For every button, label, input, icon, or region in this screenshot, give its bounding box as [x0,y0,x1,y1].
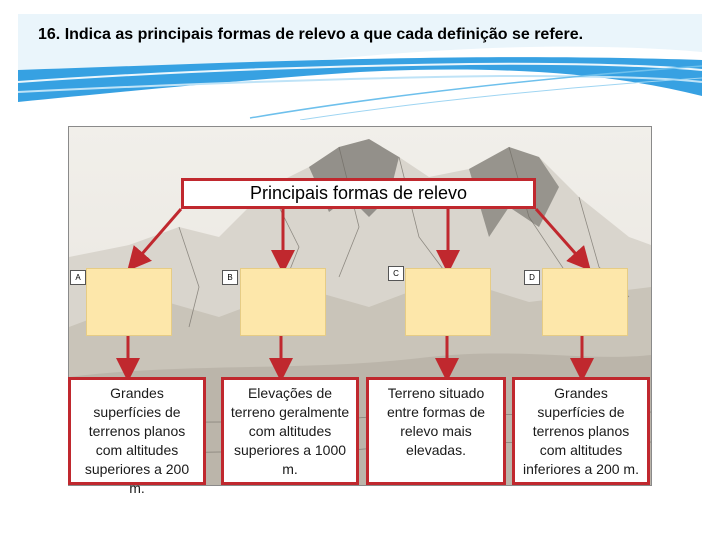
header-wave [17,14,703,120]
answer-box-c[interactable] [405,268,491,336]
answer-box-d[interactable] [542,268,628,336]
letter-d: D [524,270,540,285]
answer-box-a[interactable] [86,268,172,336]
definition-box-a: Grandes superfícies de terrenos planos c… [68,377,206,496]
definition-box-d: Grandes superfícies de terrenos planos c… [512,377,650,485]
letter-b: B [222,270,238,285]
diagram-title-box: Principais formas de relevo [181,178,536,209]
question-title: 16. Indica as principais formas de relev… [38,26,584,43]
letter-a: A [70,270,86,285]
answer-box-b[interactable] [240,268,326,336]
letter-c: C [388,266,404,281]
definition-box-b: Elevações de terreno geralmente com alti… [221,377,359,485]
definition-box-c: Terreno situado entre formas de relevo m… [366,377,506,485]
